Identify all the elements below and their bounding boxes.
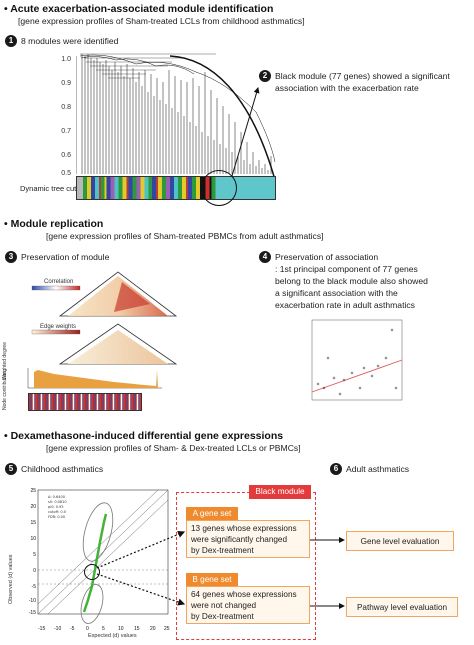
qq-y-tick: 15 bbox=[30, 520, 36, 526]
step5-badge: 5 bbox=[5, 463, 17, 475]
edge-weights-label: Edge weights bbox=[40, 324, 77, 330]
qq-y-tick: -15 bbox=[28, 610, 36, 616]
qq-x-tick: -5 bbox=[70, 626, 75, 632]
node-contribution-bars bbox=[28, 393, 142, 411]
step1-label: 8 modules were identified bbox=[21, 36, 119, 46]
qq-x-tick: 25 bbox=[164, 626, 170, 632]
qq-x-tick: -10 bbox=[54, 626, 62, 632]
y-tick: 1.0 bbox=[61, 56, 71, 63]
b-text-line1: 64 genes whose expressions bbox=[191, 590, 297, 599]
a-text-line1: 13 genes whose expressions bbox=[191, 524, 297, 533]
qq-y-ticks: 25 20 15 10 5 0 -5 -10 -15 bbox=[22, 488, 36, 618]
step2-text-line2: association with the exacerbation rate bbox=[275, 83, 419, 93]
step4-line2: : 1st principal component of 77 genes bbox=[275, 264, 418, 274]
qq-x-tick: 5 bbox=[102, 626, 105, 632]
node-contribution-label: Node contribution bbox=[2, 370, 8, 410]
step6-label: Adult asthmatics bbox=[346, 464, 410, 474]
a-gene-set-tag: A gene set bbox=[186, 507, 238, 521]
y-tick: 0.7 bbox=[61, 128, 71, 135]
y-tick: 0.9 bbox=[61, 80, 71, 87]
a-text-line3: by Dex-treatment bbox=[191, 546, 254, 555]
qq-y-tick: -10 bbox=[28, 598, 36, 604]
qq-center-circle bbox=[84, 564, 100, 580]
black-module-curve bbox=[170, 55, 276, 181]
qq-y-tick: 20 bbox=[30, 504, 36, 510]
qq-x-tick: 10 bbox=[118, 626, 124, 632]
section2-title: • Module replication bbox=[4, 218, 104, 230]
qq-y-tick: 25 bbox=[30, 488, 36, 494]
svg-text:s0: 0.0810: s0: 0.0810 bbox=[48, 500, 67, 504]
qq-y-tick: 10 bbox=[30, 536, 36, 542]
tree-cut-label: Dynamic tree cut bbox=[20, 184, 77, 193]
b-text-line2: were not changed bbox=[191, 601, 257, 610]
dendrogram-y-axis: 1.0 0.9 0.8 0.7 0.6 0.5 bbox=[40, 52, 76, 177]
qq-x-tick: 20 bbox=[150, 626, 156, 632]
step4-line3: belong to the black module also showed bbox=[275, 276, 428, 286]
gene-level-box: Gene level evaluation bbox=[346, 531, 454, 551]
dendrogram-dense-top bbox=[80, 53, 216, 79]
step4-line5: exacerbation rate in adult asthmatics bbox=[275, 300, 415, 310]
section1-title: • Acute exacerbation-associated module i… bbox=[4, 3, 274, 15]
b-gene-set-tag: B gene set bbox=[186, 573, 238, 587]
svg-text:Δ: 0.6400: Δ: 0.6400 bbox=[48, 495, 65, 499]
step4-line1: Preservation of association bbox=[275, 252, 379, 262]
pathway-level-box: Pathway level evaluation bbox=[346, 597, 458, 617]
section3-subtitle: [gene expression profiles of Sham- & Dex… bbox=[46, 443, 301, 453]
black-module-tag: Black module bbox=[249, 485, 311, 499]
y-tick: 0.5 bbox=[61, 170, 71, 177]
svg-text:FDR: 0.00: FDR: 0.00 bbox=[48, 515, 65, 519]
step2-text-line1: Black module (77 genes) showed a signifi… bbox=[275, 71, 450, 81]
step3-badge: 3 bbox=[5, 251, 17, 263]
step4-badge: 4 bbox=[259, 251, 271, 263]
y-tick: 0.6 bbox=[61, 152, 71, 159]
svg-text:pi0: 0.93: pi0: 0.93 bbox=[48, 505, 64, 509]
qq-x-tick: -15 bbox=[38, 626, 46, 632]
b-gene-set-box: 64 genes whose expressions were not chan… bbox=[186, 586, 310, 624]
association-scatter bbox=[311, 319, 403, 401]
qq-xlabel: Expected (d) values bbox=[88, 633, 137, 639]
black-module-highlight-circle bbox=[201, 170, 237, 206]
section3-title: • Dexamethasone-induced differential gen… bbox=[4, 430, 284, 442]
weighted-degree-chart bbox=[27, 368, 162, 389]
b-text-line3: by Dex-treatment bbox=[191, 612, 254, 621]
step1-badge: 1 bbox=[5, 35, 17, 47]
qq-y-tick: 0 bbox=[33, 568, 36, 574]
section2-subtitle: [gene expression profiles of Sham-treate… bbox=[46, 231, 324, 241]
a-gene-set-box: 13 genes whose expressions were signific… bbox=[186, 520, 310, 558]
qq-y-tick: -5 bbox=[31, 584, 36, 590]
y-tick: 0.8 bbox=[61, 104, 71, 111]
svg-text:cutoff: 0.0: cutoff: 0.0 bbox=[48, 510, 66, 514]
bullet-icon: • bbox=[4, 430, 11, 442]
correlation-heatmap bbox=[31, 271, 178, 317]
correlation-label: Correlation bbox=[44, 279, 74, 285]
step3-label: Preservation of module bbox=[21, 252, 110, 262]
qq-ylabel: Observed (d) values bbox=[8, 554, 14, 604]
qq-x-tick: 0 bbox=[86, 626, 89, 632]
step2-badge: 2 bbox=[259, 70, 271, 82]
module-color-bar bbox=[76, 176, 276, 200]
qq-x-tick: 15 bbox=[134, 626, 140, 632]
bullet-icon: • bbox=[4, 3, 11, 15]
edge-weights-heatmap bbox=[31, 323, 178, 365]
step6-badge: 6 bbox=[330, 463, 342, 475]
qq-y-tick: 5 bbox=[33, 552, 36, 558]
section1-subtitle: [gene expression profiles of Sham-treate… bbox=[18, 16, 305, 26]
a-text-line2: were significantly changed bbox=[191, 535, 288, 544]
step5-label: Childhood asthmatics bbox=[21, 464, 104, 474]
qq-x-ticks: -15 -10 -5 0 5 10 15 20 25 bbox=[38, 626, 170, 634]
bullet-icon: • bbox=[4, 218, 11, 230]
step4-line4: a significant association with the bbox=[275, 288, 398, 298]
